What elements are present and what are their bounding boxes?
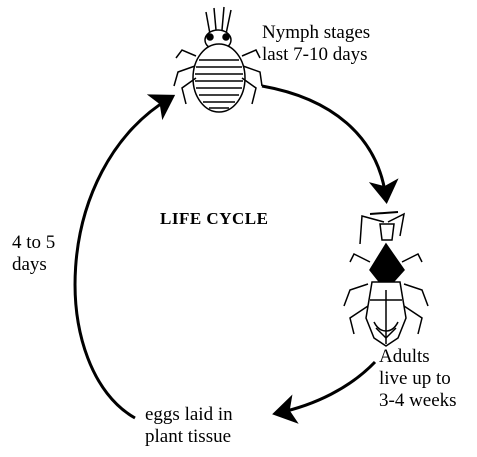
nymph-stage-label: Nymph stages last 7-10 days (262, 22, 370, 66)
adult-label-line-3: 3-4 weeks (379, 390, 457, 412)
duration-label-line-1: 4 to 5 (12, 232, 55, 254)
adult-label-line-1: Adults (379, 346, 457, 368)
egg-duration-label: 4 to 5 days (12, 232, 55, 276)
adult-bug-icon (344, 212, 428, 346)
egg-label-line-1: eggs laid in (145, 404, 233, 426)
nymph-label-line-1: Nymph stages (262, 22, 370, 44)
arrow-nymph-to-adult (262, 86, 386, 198)
nymph-bug-icon (174, 7, 262, 112)
adult-stage-label: Adults live up to 3-4 weeks (379, 346, 457, 412)
arrow-eggs-to-nymph (75, 98, 170, 418)
adult-label-line-2: live up to (379, 368, 457, 390)
nymph-label-line-2: last 7-10 days (262, 44, 370, 66)
diagram-title: LIFE CYCLE (160, 209, 268, 229)
egg-label-line-2: plant tissue (145, 426, 233, 448)
egg-stage-label: eggs laid in plant tissue (145, 404, 233, 448)
arrow-adult-to-eggs (278, 362, 375, 413)
duration-label-line-2: days (12, 254, 55, 276)
